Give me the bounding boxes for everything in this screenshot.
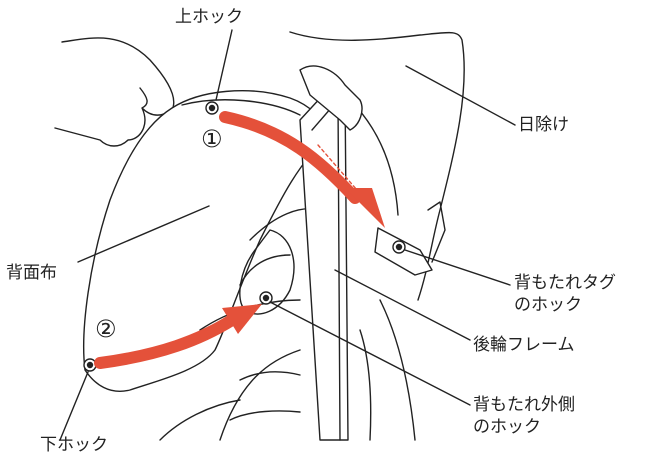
leader-frame — [334, 269, 471, 341]
hand-shape — [54, 37, 175, 147]
tag-clip — [427, 201, 446, 263]
leader-top-hook — [215, 29, 233, 101]
label-backrest-outer-hook: 背もたれ外側 のホック — [473, 395, 575, 437]
label-backrest-tag-hook: 背もたれタグ のホック — [514, 273, 616, 315]
step1-number: ① — [201, 125, 223, 153]
back-cloth-edge — [181, 99, 301, 116]
label-sunshade: 日除け — [518, 115, 569, 135]
sunshade-shape — [289, 31, 465, 301]
leader-bottom-hook — [59, 371, 89, 441]
seat-side — [239, 229, 295, 315]
arrows — [94, 111, 385, 369]
leader-sunshade — [405, 65, 516, 126]
label-top-hook: 上ホック — [175, 7, 243, 27]
leader-back-cloth — [77, 205, 210, 263]
leader-outer-hook — [269, 301, 471, 406]
frame-tube — [299, 65, 363, 131]
back-cloth-shape — [83, 90, 331, 392]
step2-number: ② — [95, 315, 117, 343]
label-bottom-hook: 下ホック — [40, 435, 108, 455]
rear-wheel-frame-bar — [299, 81, 349, 441]
label-back-cloth: 背面布 — [6, 263, 57, 283]
step2-arrow — [94, 314, 238, 369]
leader-tag-hook — [404, 249, 511, 286]
step1-arrow — [219, 111, 361, 204]
label-rear-wheel-frame: 後輪フレーム — [473, 335, 575, 355]
